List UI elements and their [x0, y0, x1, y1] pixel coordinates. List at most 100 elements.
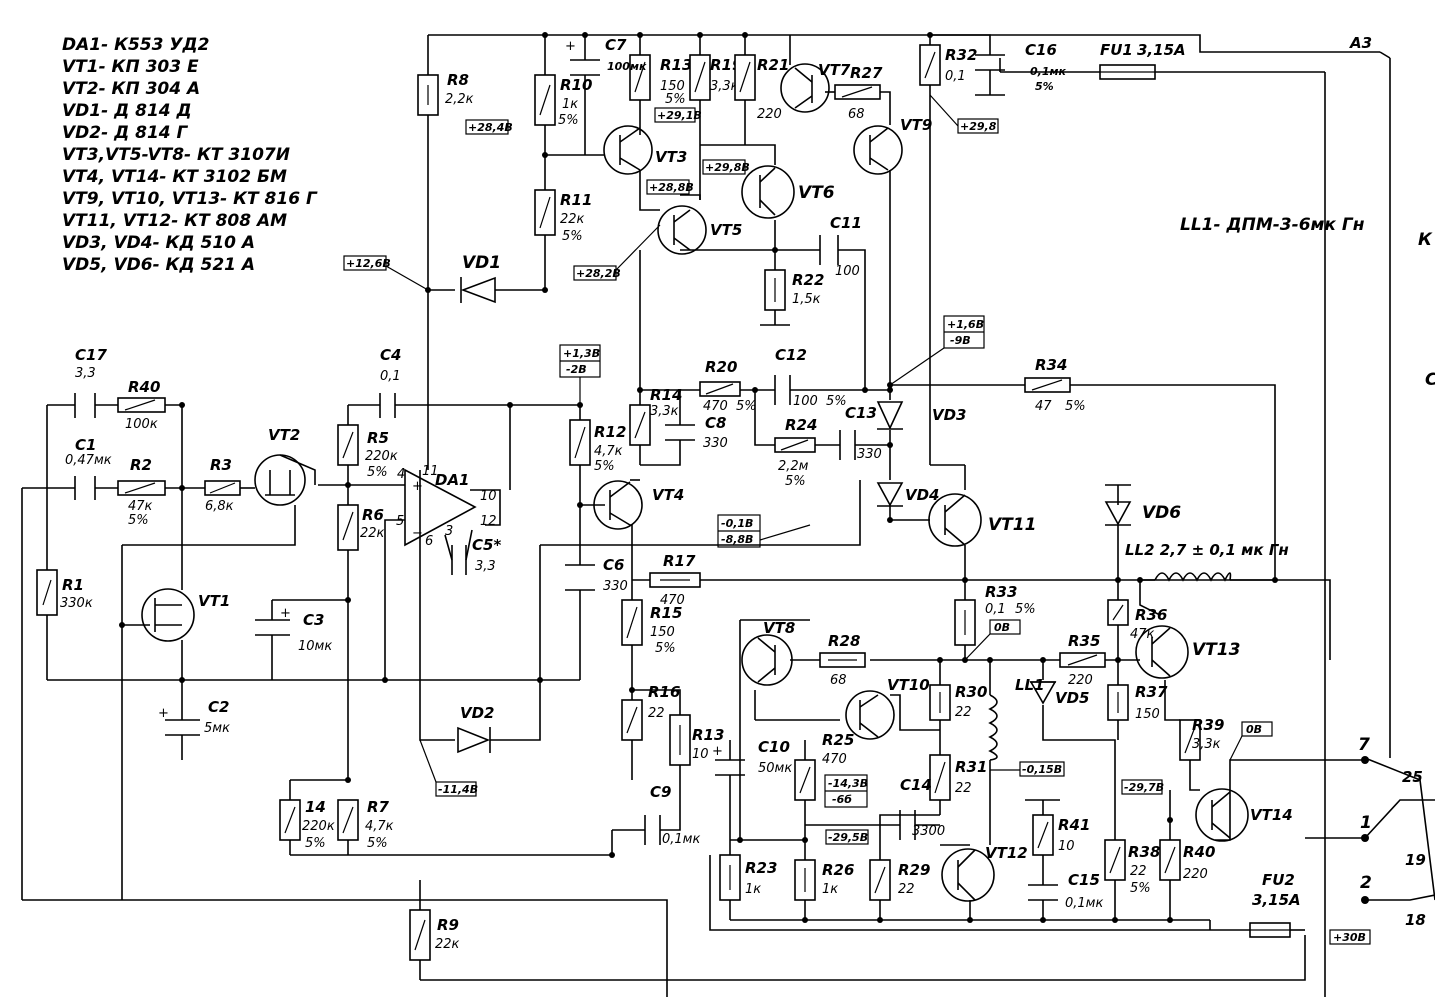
r5-name: R5	[367, 429, 389, 447]
r31-name: R31	[955, 758, 987, 776]
r2-value: 47к	[128, 499, 153, 514]
r38-name: R38	[1128, 843, 1160, 861]
legend-line-9: VT11, VT12- КТ 808 АМ	[62, 211, 287, 231]
r2-name: R2	[130, 456, 152, 474]
da1-pin11: 11	[422, 464, 439, 479]
r21-name: R21	[757, 56, 789, 74]
r41-name: R41	[1058, 816, 1090, 834]
vt12-label: VT12	[985, 844, 1028, 862]
r41-value: 10	[1058, 839, 1075, 854]
transistors: VT1 VT2 VT3 VT4 VT5 VT6 VT	[141, 61, 1293, 902]
vt10-label: VT10	[887, 676, 930, 694]
c11-name: C11	[830, 214, 862, 232]
r34-name: R34	[1035, 356, 1067, 374]
r7-name: R7	[367, 798, 390, 816]
r12-name: R12	[594, 423, 626, 441]
diode-vd1	[460, 276, 496, 304]
c14-value: 3300	[912, 824, 945, 839]
r28-name: R28	[828, 632, 860, 650]
volt-minus-9: -9В	[950, 334, 971, 347]
l2-label: LL2 2,7 ± 0,1 мк Гн	[1125, 541, 1289, 559]
vd5-label: VD5	[1055, 689, 1090, 707]
voltage-labels: +28,4В +29,1В +29,8В +28,8В +28,2В +12,6…	[343, 94, 1371, 945]
r16-name: R16	[648, 683, 680, 701]
r5-tol: 5%	[367, 465, 388, 480]
c9-value: 0,1мк	[662, 832, 700, 847]
r32-name: R32	[945, 46, 977, 64]
c5-name: C5*	[472, 536, 501, 554]
c17-name: C17	[75, 346, 107, 364]
r24-tol: 5%	[785, 474, 806, 489]
diode-vd3	[876, 401, 904, 430]
volt-minus-8-8: -8,8В	[721, 533, 753, 546]
r13-value: 150	[660, 79, 685, 94]
r11-name: R11	[560, 191, 592, 209]
pin-18: 18	[1405, 911, 1426, 929]
r39-value: 3,3к	[1192, 737, 1221, 752]
r14a-name: 14	[305, 798, 326, 816]
inductor-l2	[1154, 572, 1232, 582]
r20-value: 470	[703, 399, 728, 414]
c6-name: C6	[603, 556, 624, 574]
r30-value: 22	[955, 705, 972, 720]
r8-name: R8	[447, 71, 469, 89]
wiring	[21, 34, 1435, 997]
r9-value: 22к	[435, 937, 460, 952]
r11-value: 22к	[560, 212, 585, 227]
c16-tol: 5%	[1035, 80, 1054, 93]
legend-line-10: VD3, VD4- КД 510 А	[62, 233, 255, 253]
r3-name: R3	[210, 456, 232, 474]
volt-12-6: +12,6В	[346, 257, 391, 270]
transistor-vt10	[845, 690, 895, 740]
c15-name: C15	[1068, 871, 1100, 889]
edge-label-c: С	[1425, 370, 1435, 390]
r38-tol: 5%	[1130, 881, 1151, 896]
svg-text:−: −	[412, 526, 423, 541]
r18-name: R13	[692, 726, 724, 744]
svg-text:+: +	[412, 479, 423, 494]
r7-value: 4,7к	[365, 819, 394, 834]
volt-plus-30: +30В	[1333, 931, 1366, 944]
r38-value: 22	[1130, 864, 1147, 879]
legend-line-11: VD5, VD6- КД 521 А	[62, 255, 255, 275]
da1-pin5: 5	[396, 514, 404, 529]
capacitors: C17 3,3 C1 0,47мк + C2 5мк + C3 10мк C4 …	[65, 36, 1103, 911]
r17-name: R17	[663, 552, 696, 570]
c8-value: 330	[703, 436, 728, 451]
r40b-value: 220	[1183, 867, 1208, 882]
volt-28-2: +28,2В	[576, 267, 621, 280]
transistor-vt9	[853, 125, 903, 175]
vd4-label: VD4	[905, 486, 940, 504]
r30-name: R30	[955, 683, 987, 701]
transistor-vt8	[741, 634, 793, 686]
r18-value: 10	[692, 747, 709, 762]
r8-value: 2,2к	[445, 92, 474, 107]
c15-value: 0,1мк	[1065, 896, 1103, 911]
pin-7: 7	[1358, 735, 1370, 755]
r13-tol: 5%	[665, 92, 686, 107]
r40-name: R40	[128, 378, 160, 396]
r21-value: 220	[757, 107, 782, 122]
c1-name: C1	[75, 436, 96, 454]
da1-pin3: 3	[445, 524, 453, 539]
transistor-vt14	[1195, 788, 1249, 842]
fu1-value: 3,15А	[1137, 41, 1186, 59]
legend-line-3: VT2- КП 304 А	[62, 79, 200, 99]
volt-29-1: +29,1В	[657, 109, 702, 122]
r10-tol: 5%	[558, 113, 579, 128]
c2-name: C2	[208, 698, 229, 716]
vt1-label: VT1	[198, 592, 230, 610]
r23-name: R23	[745, 859, 777, 877]
r37-value: 150	[1135, 707, 1160, 722]
vt5-label: VT5	[710, 221, 742, 239]
r27-value: 68	[848, 107, 865, 122]
c12-value: 100	[793, 394, 818, 409]
da1-pin6: 6	[425, 534, 433, 549]
r5-value: 220к	[365, 449, 398, 464]
r23-value: 1к	[745, 882, 761, 897]
r14a-tol: 5%	[305, 836, 326, 851]
c11-value: 100	[835, 264, 860, 279]
r16-value: 22	[648, 706, 665, 721]
diode-vd4	[876, 482, 904, 507]
